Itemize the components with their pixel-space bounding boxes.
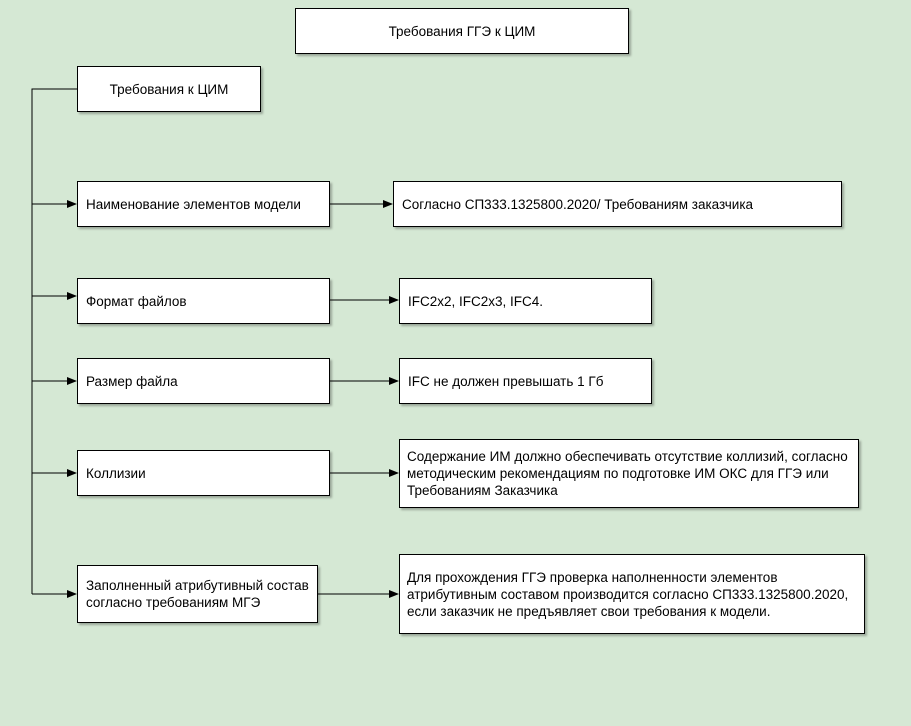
root-requirements-box: Требования к ЦИМ — [77, 66, 261, 112]
label-box-collisions: Коллизии — [77, 450, 330, 496]
diagram-title-box: Требования ГГЭ к ЦИМ — [295, 8, 629, 54]
label-box-format: Формат файлов — [77, 278, 330, 324]
label-box-size: Размер файла — [77, 358, 330, 404]
value-box-size: IFC не должен превышать 1 Гб — [399, 358, 652, 404]
value-box-naming: Согласно СП333.1325800.2020/ Требованиям… — [393, 181, 842, 227]
value-attributes: Для прохождения ГГЭ проверка наполненнос… — [407, 570, 849, 619]
diagram-title: Требования ГГЭ к ЦИМ — [388, 23, 536, 39]
label-attributes: Заполненный атрибутивный состав согласно… — [86, 578, 309, 610]
trunk-connector — [31, 88, 77, 594]
label-format: Формат файлов — [86, 293, 187, 309]
label-naming: Наименование элементов модели — [86, 196, 301, 212]
label-box-attributes: Заполненный атрибутивный состав согласно… — [77, 565, 318, 623]
value-naming: Согласно СП333.1325800.2020/ Требованиям… — [402, 196, 754, 212]
root-requirements-label: Требования к ЦИМ — [109, 81, 229, 97]
label-box-naming: Наименование элементов модели — [77, 181, 330, 227]
value-box-format: IFC2x2, IFC2x3, IFC4. — [399, 278, 652, 324]
value-size: IFC не должен превышать 1 Гб — [408, 373, 604, 389]
label-size: Размер файла — [86, 373, 178, 389]
value-box-collisions: Содержание ИМ должно обеспечивать отсутс… — [399, 439, 859, 508]
value-collisions: Содержание ИМ должно обеспечивать отсутс… — [407, 449, 848, 498]
value-format: IFC2x2, IFC2x3, IFC4. — [408, 293, 544, 309]
label-collisions: Коллизии — [86, 465, 146, 481]
value-box-attributes: Для прохождения ГГЭ проверка наполненнос… — [399, 554, 865, 634]
